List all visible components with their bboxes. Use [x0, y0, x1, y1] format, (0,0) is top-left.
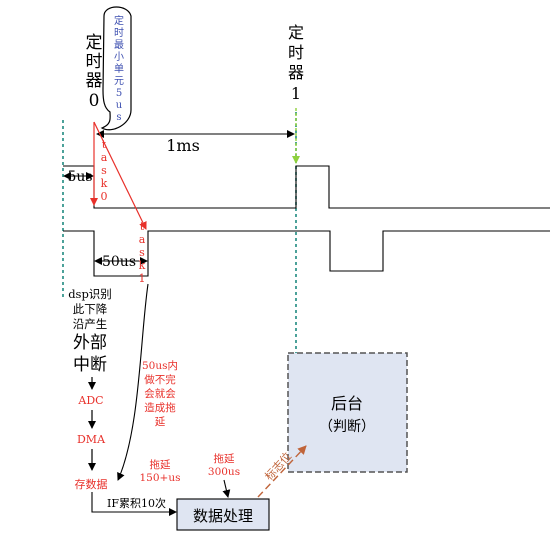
delay1-line: 150+us: [140, 472, 181, 484]
delay2-line: 300us: [208, 466, 240, 478]
bubble-char: 单: [114, 63, 124, 75]
dsp-text-line: dsp识别: [68, 287, 112, 301]
task-window-label: 50us: [102, 254, 136, 270]
adc-label: ADC: [77, 394, 103, 407]
task1-char: k: [139, 259, 146, 272]
upper-waveform: [63, 165, 550, 209]
timer0-char: 器: [86, 71, 103, 91]
timer1-label: 定 时 器 1: [288, 23, 304, 103]
bubble-char: u: [116, 100, 123, 111]
bubble-char: 定: [114, 14, 124, 27]
delay-to-processing-arrow: [222, 479, 231, 498]
external-interrupt-text: 外部 中断: [73, 333, 107, 375]
flag-arrow: [257, 445, 307, 498]
timer1-char: 时: [288, 43, 304, 62]
task1-char: a: [139, 233, 146, 246]
timer0-label: 定 时 器 0: [86, 33, 103, 111]
timer1-char: 器: [288, 63, 304, 82]
task0-char: t: [102, 138, 107, 151]
task1-to-store-arrow: [117, 283, 149, 481]
backend-title: 后台: [331, 394, 363, 413]
bubble-char: 时: [114, 27, 124, 39]
dsp-text-line: 沿产生: [73, 317, 108, 331]
warning-line: 造成拖: [144, 401, 176, 414]
timer0-char: 0: [89, 91, 100, 111]
dma-label: DMA: [77, 433, 106, 446]
task1-char: 1: [139, 272, 146, 285]
bubble-char: s: [116, 112, 121, 123]
interrupt-text-line: 外部: [73, 333, 107, 353]
lower-waveform: [63, 230, 550, 277]
timer1-char: 1: [291, 84, 301, 103]
task0-char: k: [101, 177, 108, 190]
warning-line: 延: [155, 416, 166, 428]
timer-unit-bubble-text: 定 时 最 小 单 元 5 u s: [114, 14, 124, 123]
task0-char: s: [101, 164, 107, 177]
pulse-width-label: 5us: [67, 169, 92, 185]
interrupt-text-line: 中断: [73, 355, 107, 375]
accumulate-arrow: [91, 492, 177, 516]
task0-char: a: [101, 151, 108, 164]
timer0-char: 定: [86, 33, 103, 53]
bubble-char: 5: [116, 88, 122, 99]
task1-char: s: [139, 246, 145, 259]
store-data-label: 存数据: [75, 477, 108, 491]
task1-char: t: [140, 220, 145, 233]
warning-line: 会就会: [144, 387, 176, 400]
task0-char: 0: [101, 190, 108, 203]
warning-line: 50us内: [142, 359, 178, 372]
delay1-line: 拖延: [150, 458, 171, 471]
dsp-text-line: 此下降: [73, 302, 108, 316]
interval-label: 1ms: [166, 136, 200, 155]
bubble-char: 小: [114, 51, 124, 63]
data-processing-label: 数据处理: [193, 507, 253, 525]
delay-300us-text: 拖延 300us: [208, 452, 240, 478]
timeout-warning-text: 50us内 做不完 会就会 造成拖 延: [142, 359, 178, 428]
bubble-char: 元: [114, 76, 124, 87]
backend-subtitle: （判断）: [319, 419, 375, 435]
task1-label: t a s k 1: [139, 220, 146, 285]
timer1-char: 定: [288, 23, 304, 42]
task1-arrow: [93, 121, 147, 230]
dsp-detect-text: dsp识别 此下降 沿产生: [68, 287, 112, 331]
warning-line: 做不完: [144, 373, 176, 386]
data-processing-box: [176, 498, 270, 531]
timer0-char: 时: [86, 52, 103, 72]
task0-label: t a s k 0: [101, 138, 108, 203]
delay-150us-text: 拖延 150+us: [140, 458, 181, 484]
accumulate-label: IF累积10次: [107, 496, 166, 510]
backend-box: [287, 352, 408, 473]
bubble-char: 最: [114, 39, 124, 51]
delay2-line: 拖延: [214, 452, 235, 465]
timer-unit-bubble: [100, 6, 132, 131]
